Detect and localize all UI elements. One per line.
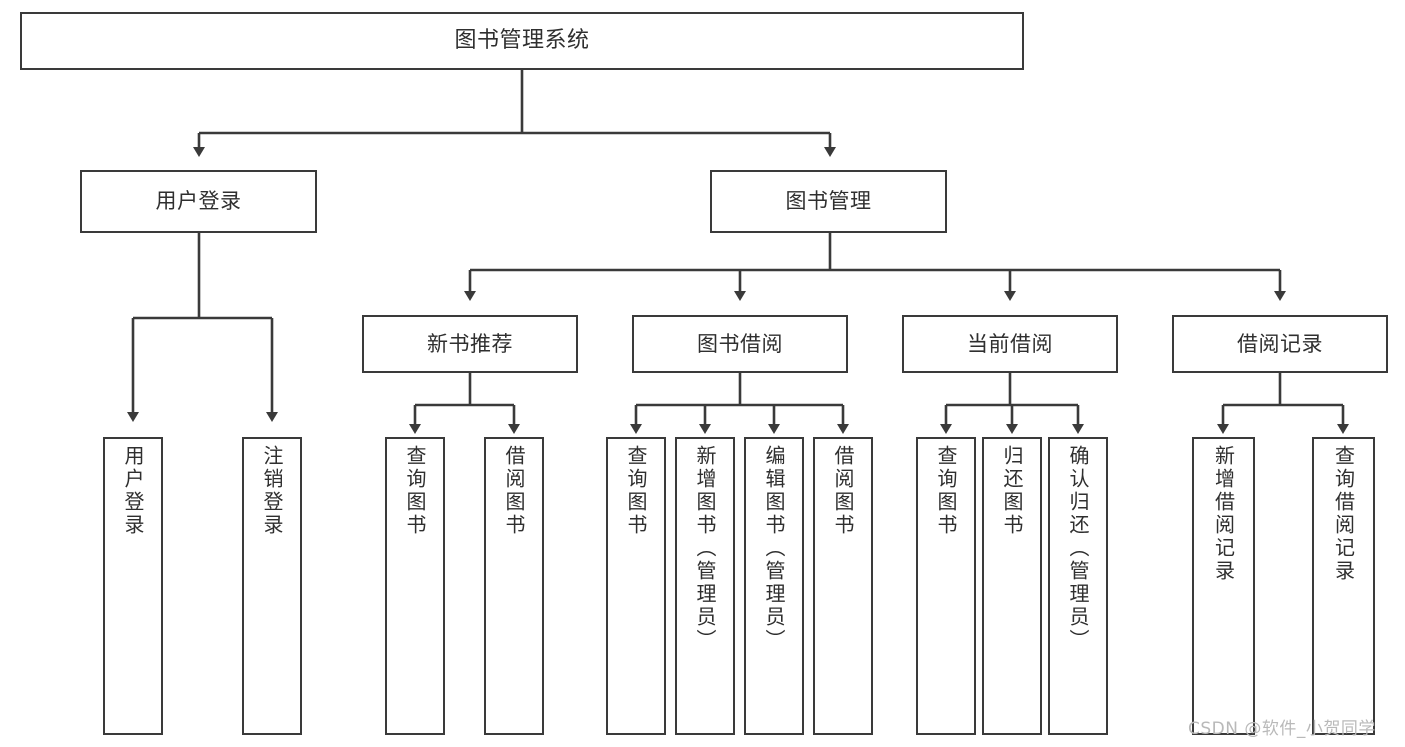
node-leaf-confirm-return-label: 确认归还（管理员） — [1066, 445, 1090, 652]
node-leaf-query-book-3[interactable]: 查询图书 — [916, 437, 976, 735]
node-leaf-confirm-return[interactable]: 确认归还（管理员） — [1048, 437, 1108, 735]
node-leaf-query-book-2[interactable]: 查询图书 — [606, 437, 666, 735]
node-user-login[interactable]: 用户登录 — [80, 170, 317, 233]
node-leaf-query-record-label: 查询借阅记录 — [1331, 445, 1356, 583]
csdn-watermark: CSDN @软件_小贺同学 — [1188, 719, 1376, 739]
node-current-borrow-label: 当前借阅 — [967, 331, 1053, 356]
node-leaf-query-record[interactable]: 查询借阅记录 — [1312, 437, 1375, 735]
node-leaf-return-book-label: 归还图书 — [1000, 445, 1024, 537]
node-leaf-borrow-book-2[interactable]: 借阅图书 — [813, 437, 873, 735]
node-leaf-add-record-label: 新增借阅记录 — [1211, 445, 1236, 583]
node-root[interactable]: 图书管理系统 — [20, 12, 1024, 70]
node-user-login-label: 用户登录 — [155, 189, 242, 214]
node-book-borrow-label: 图书借阅 — [697, 331, 783, 356]
node-leaf-borrow-book-1-label: 借阅图书 — [502, 445, 526, 537]
node-new-book-recommend-label: 新书推荐 — [427, 331, 513, 356]
node-current-borrow[interactable]: 当前借阅 — [902, 315, 1118, 373]
node-leaf-add-record[interactable]: 新增借阅记录 — [1192, 437, 1255, 735]
node-leaf-query-book-1-label: 查询图书 — [403, 445, 427, 537]
node-leaf-query-book-1[interactable]: 查询图书 — [385, 437, 445, 735]
node-leaf-return-book[interactable]: 归还图书 — [982, 437, 1042, 735]
node-root-label: 图书管理系统 — [454, 28, 590, 54]
node-leaf-add-book[interactable]: 新增图书（管理员） — [675, 437, 735, 735]
node-book-management-label: 图书管理 — [785, 189, 872, 214]
node-leaf-user-login-label: 用户登录 — [121, 445, 145, 537]
node-leaf-edit-book[interactable]: 编辑图书（管理员） — [744, 437, 804, 735]
node-leaf-borrow-book-1[interactable]: 借阅图书 — [484, 437, 544, 735]
node-book-borrow[interactable]: 图书借阅 — [632, 315, 848, 373]
node-book-management[interactable]: 图书管理 — [710, 170, 947, 233]
node-borrow-record-label: 借阅记录 — [1237, 331, 1323, 356]
node-leaf-logout[interactable]: 注销登录 — [242, 437, 302, 735]
node-leaf-user-login[interactable]: 用户登录 — [103, 437, 163, 735]
node-leaf-query-book-3-label: 查询图书 — [934, 445, 958, 537]
node-leaf-query-book-2-label: 查询图书 — [624, 445, 648, 537]
node-leaf-edit-book-label: 编辑图书（管理员） — [762, 445, 786, 652]
node-leaf-logout-label: 注销登录 — [260, 445, 284, 537]
node-leaf-borrow-book-2-label: 借阅图书 — [831, 445, 855, 537]
node-new-book-recommend[interactable]: 新书推荐 — [362, 315, 578, 373]
node-borrow-record[interactable]: 借阅记录 — [1172, 315, 1388, 373]
node-leaf-add-book-label: 新增图书（管理员） — [693, 445, 717, 652]
